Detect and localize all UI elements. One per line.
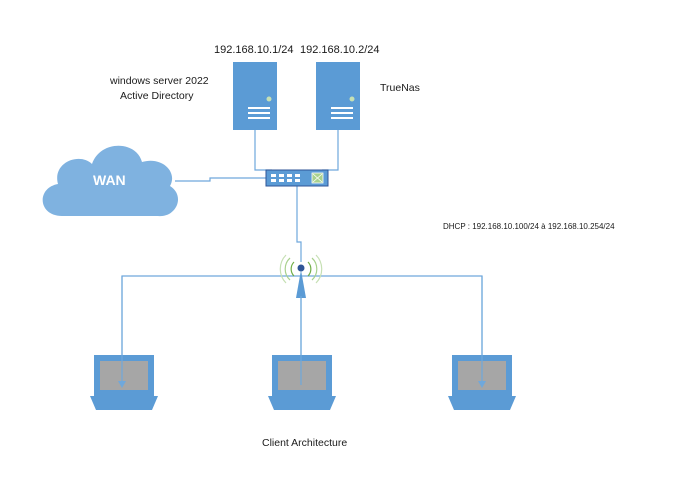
wan-to-switch-line [175, 177, 266, 182]
connections [121, 130, 483, 385]
switch-to-ap-line [296, 186, 302, 262]
laptop-icon [448, 276, 516, 410]
server2-to-switch-line [322, 130, 339, 171]
wan-label: WAN [93, 172, 126, 188]
server2-ip-label: 192.168.10.2/24 [300, 44, 380, 56]
server-tower-icon [233, 62, 277, 130]
wireless-access-point-icon [279, 254, 323, 298]
server1-name-line1: windows server 2022 [110, 75, 209, 87]
client-architecture-label: Client Architecture [262, 437, 348, 449]
network-switch-icon [265, 169, 329, 187]
dhcp-range-label: DHCP : 192.168.10.100/24 à 192.168.10.25… [443, 222, 615, 231]
cloud-icon [42, 145, 179, 217]
server1-ip-label: 192.168.10.1/24 [214, 44, 294, 56]
laptop-icon [90, 276, 158, 410]
server2-name-label: TrueNas [380, 82, 420, 94]
server-tower-icon [316, 62, 360, 130]
server1-to-switch-line [254, 130, 272, 171]
server1-name-line2: Active Directory [120, 90, 194, 102]
laptop-icon [268, 296, 336, 410]
